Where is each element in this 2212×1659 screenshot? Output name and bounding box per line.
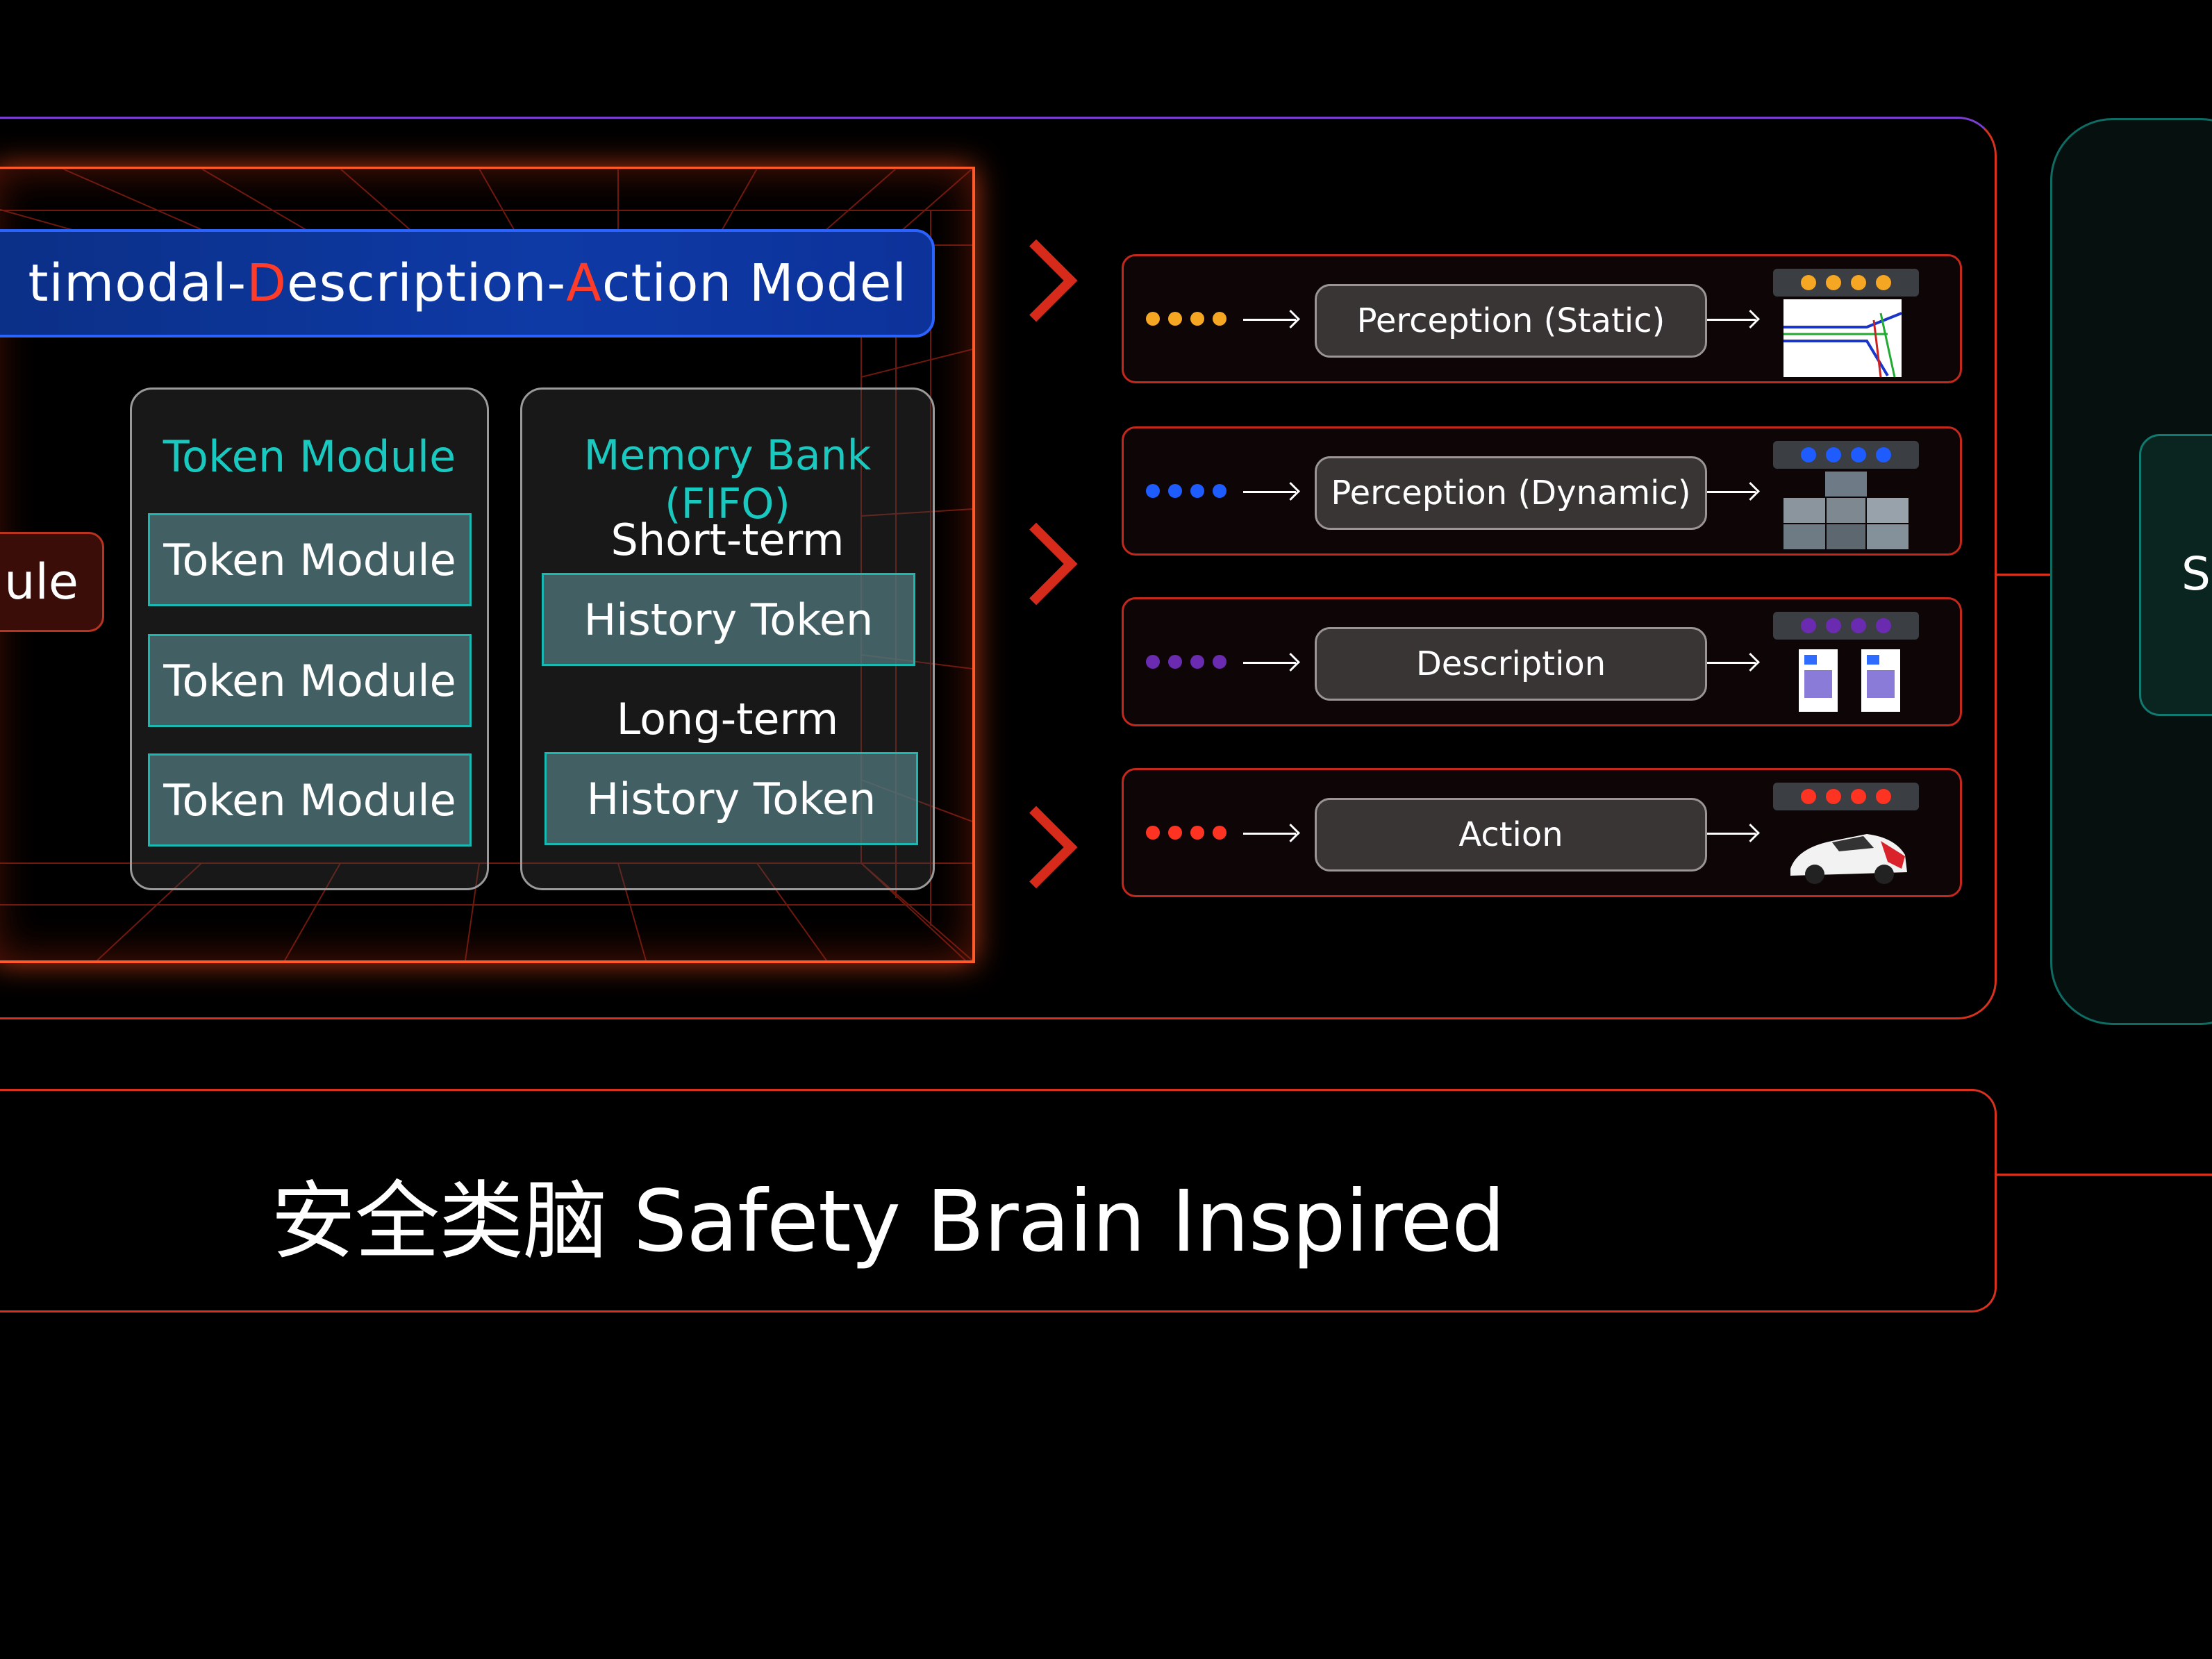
short-term-history-token: History Token: [542, 573, 915, 666]
right-partial-letter: S: [2181, 547, 2211, 601]
arrow-icon: [1707, 833, 1756, 835]
safety-connector-line: [1997, 1174, 2212, 1176]
model-title-mid: escription-: [287, 253, 567, 313]
token-module-column: Token Module Token Module Token Module T…: [130, 387, 489, 890]
output-row-action: Action: [1122, 768, 1962, 897]
model-title-pre: timodal-: [28, 253, 247, 313]
description-pill: Description: [1315, 627, 1707, 701]
output-row-static: Perception (Static): [1122, 254, 1962, 383]
blue-dots: [1146, 484, 1226, 498]
arrow-icon: [1707, 319, 1756, 321]
long-term-history-token: History Token: [544, 752, 918, 845]
memory-column-title: Memory Bank (FIFO): [583, 431, 872, 528]
perception-static-pill: Perception (Static): [1315, 284, 1707, 358]
purple-tag: [1773, 612, 1919, 640]
arrow-icon: [1707, 491, 1756, 493]
token-module-box-3: Token Module: [148, 753, 472, 847]
output-row-description: Description: [1122, 597, 1962, 726]
arrow-icon: [1707, 662, 1756, 664]
camera-views-thumbnail: [1783, 472, 1909, 549]
model-title-d: D: [247, 253, 288, 313]
token-module-box-1: Token Module: [148, 513, 472, 606]
car-icon: [1790, 834, 1907, 884]
perception-dynamic-pill: Perception (Dynamic): [1315, 456, 1707, 530]
model-title-a: A: [566, 253, 602, 313]
arrow-icon: [1243, 833, 1296, 835]
purple-dots: [1146, 655, 1226, 669]
orange-dots: [1146, 312, 1226, 326]
short-term-label: Short-term: [610, 515, 845, 565]
safety-frame: [0, 1089, 1997, 1312]
red-tag: [1773, 783, 1919, 810]
model-title-post: ction Model: [601, 253, 907, 313]
main-frame: [0, 117, 1997, 1019]
right-inner-box: S: [2139, 434, 2212, 716]
long-term-label: Long-term: [616, 694, 839, 744]
blue-tag: [1773, 441, 1919, 469]
red-dots: [1146, 826, 1226, 840]
output-row-dynamic: Perception (Dynamic): [1122, 426, 1962, 556]
arrow-icon: [1243, 662, 1296, 664]
arrow-icon: [1243, 491, 1296, 493]
arrow-icon: [1243, 319, 1296, 321]
token-module-box-2: Token Module: [148, 634, 472, 727]
action-pill: Action: [1315, 798, 1707, 872]
token-column-title: Token Module: [163, 431, 456, 482]
safety-brain-label: 安全类脑 Safety Brain Inspired: [271, 1172, 1506, 1271]
map-thumbnail: [1783, 299, 1902, 377]
orange-tag: [1773, 269, 1919, 297]
document-icon: [1799, 649, 1900, 712]
memory-bank-column: Memory Bank (FIFO) Short-term History To…: [520, 387, 935, 890]
